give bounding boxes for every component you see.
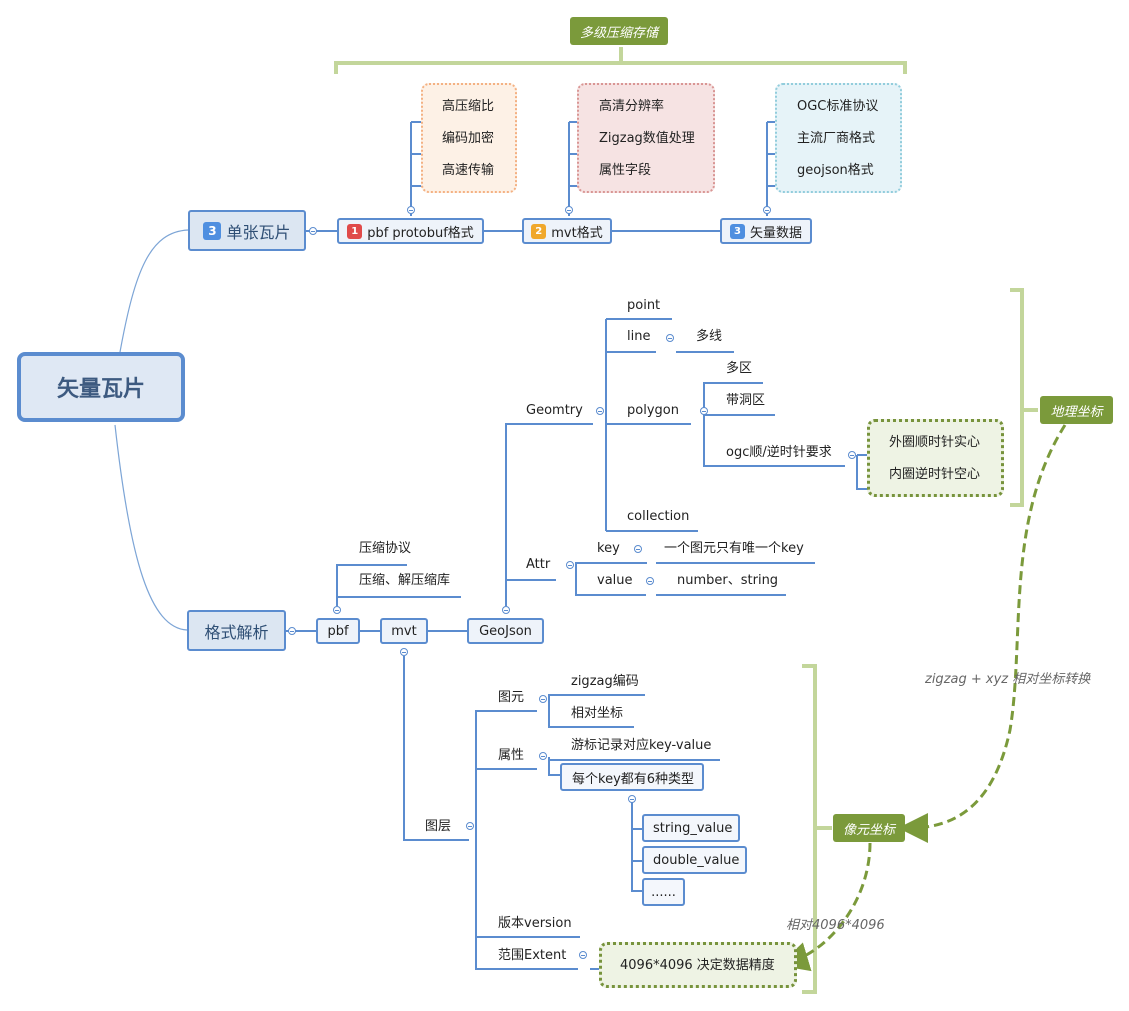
property-types-node[interactable]: 每个key都有6种类型 bbox=[560, 763, 704, 791]
pbf-feature-0[interactable]: 高压缩比 bbox=[442, 99, 495, 114]
pbf-feature-2[interactable]: 高速传输 bbox=[442, 163, 495, 178]
geometry-line[interactable]: line bbox=[627, 329, 651, 344]
collapse-toggle[interactable] bbox=[407, 206, 415, 214]
collapse-toggle[interactable] bbox=[700, 407, 708, 415]
collapse-toggle[interactable] bbox=[763, 206, 771, 214]
root-node[interactable]: 矢量瓦片 bbox=[17, 352, 185, 422]
format-mvt-node[interactable]: 2 mvt格式 bbox=[522, 218, 612, 244]
mvt-node[interactable]: mvt bbox=[380, 618, 428, 644]
pbf-child-1[interactable]: 压缩、解压缩库 bbox=[359, 573, 451, 588]
polygon-child-0[interactable]: 多区 bbox=[726, 361, 753, 376]
collapse-toggle[interactable] bbox=[466, 822, 474, 830]
ogc-child-0[interactable]: 外圈顺时针实心 bbox=[889, 435, 981, 450]
primitive-child-1[interactable]: 相对坐标 bbox=[571, 706, 624, 721]
type-more[interactable]: ...... bbox=[642, 878, 685, 906]
key-child[interactable]: 一个图元只有唯一个key bbox=[664, 541, 804, 556]
priority-badge: 2 bbox=[531, 223, 547, 239]
collapse-toggle[interactable] bbox=[288, 627, 296, 635]
collapse-toggle[interactable] bbox=[309, 227, 317, 235]
pbf-feature-1[interactable]: 编码加密 bbox=[442, 131, 495, 146]
layer-node[interactable]: 图层 bbox=[425, 819, 452, 834]
relative-note: 相对4096*4096 bbox=[786, 918, 885, 933]
layer-property[interactable]: 属性 bbox=[498, 748, 525, 763]
geometry-node[interactable]: Geomtry bbox=[526, 403, 583, 418]
ogc-children-container bbox=[867, 419, 1004, 497]
vector-features-container bbox=[775, 83, 902, 193]
extent-child[interactable]: 4096*4096 决定数据精度 bbox=[620, 958, 775, 973]
vector-feature-1[interactable]: 主流厂商格式 bbox=[797, 131, 876, 146]
extent-child-container bbox=[599, 942, 797, 988]
vector-feature-2[interactable]: geojson格式 bbox=[797, 163, 874, 178]
ogc-requirement[interactable]: ogc顺/逆时针要求 bbox=[726, 445, 832, 460]
single-tile-node[interactable]: 3 单张瓦片 bbox=[188, 210, 306, 251]
transform-note: zigzag + xyz 相对坐标转换 bbox=[925, 672, 1091, 687]
format-pbf-node[interactable]: 1 pbf protobuf格式 bbox=[337, 218, 484, 244]
layer-version[interactable]: 版本version bbox=[498, 916, 572, 931]
geometry-polygon[interactable]: polygon bbox=[627, 403, 679, 418]
collapse-toggle[interactable] bbox=[333, 606, 341, 614]
mvt-features-container bbox=[577, 83, 715, 193]
collapse-toggle[interactable] bbox=[539, 752, 547, 760]
geojson-node[interactable]: GeoJson bbox=[467, 618, 544, 644]
type-string-value[interactable]: string_value bbox=[642, 814, 740, 842]
layer-primitive[interactable]: 图元 bbox=[498, 690, 525, 705]
collapse-toggle[interactable] bbox=[502, 606, 510, 614]
count-badge: 3 bbox=[203, 221, 222, 240]
attr-node[interactable]: Attr bbox=[526, 557, 551, 572]
collapse-toggle[interactable] bbox=[400, 648, 408, 656]
collapse-toggle[interactable] bbox=[646, 577, 654, 585]
format-parse-node[interactable]: 格式解析 bbox=[187, 610, 286, 651]
format-vector-node[interactable]: 3 矢量数据 bbox=[720, 218, 812, 244]
collapse-toggle[interactable] bbox=[565, 206, 573, 214]
pixel-coordinate-label[interactable]: 像元坐标 bbox=[833, 814, 905, 842]
polygon-child-1[interactable]: 带洞区 bbox=[726, 393, 766, 408]
pbf-child-0[interactable]: 压缩协议 bbox=[359, 541, 412, 556]
pbf-node[interactable]: pbf bbox=[316, 618, 360, 644]
mvt-feature-2[interactable]: 属性字段 bbox=[599, 163, 652, 178]
type-double-value[interactable]: double_value bbox=[642, 846, 747, 874]
collapse-toggle[interactable] bbox=[579, 951, 587, 959]
attr-value[interactable]: value bbox=[597, 573, 633, 588]
geometry-point[interactable]: point bbox=[627, 298, 661, 313]
group-label-multi-level-compression[interactable]: 多级压缩存储 bbox=[570, 17, 668, 45]
value-child[interactable]: number、string bbox=[677, 573, 779, 588]
geometry-collection[interactable]: collection bbox=[627, 509, 690, 524]
ogc-child-1[interactable]: 内圈逆时针空心 bbox=[889, 467, 981, 482]
pbf-features-container bbox=[421, 83, 517, 193]
geo-coordinate-label[interactable]: 地理坐标 bbox=[1040, 396, 1113, 424]
priority-badge: 1 bbox=[347, 223, 363, 239]
property-cursor[interactable]: 游标记录对应key-value bbox=[571, 738, 712, 753]
primitive-child-0[interactable]: zigzag编码 bbox=[571, 674, 639, 689]
vector-feature-0[interactable]: OGC标准协议 bbox=[797, 99, 879, 114]
mvt-feature-1[interactable]: Zigzag数值处理 bbox=[599, 131, 695, 146]
mvt-feature-0[interactable]: 高清分辨率 bbox=[599, 99, 665, 114]
layer-extent[interactable]: 范围Extent bbox=[498, 948, 567, 963]
collapse-toggle[interactable] bbox=[596, 407, 604, 415]
collapse-toggle[interactable] bbox=[634, 545, 642, 553]
priority-badge: 3 bbox=[729, 223, 745, 239]
collapse-toggle[interactable] bbox=[848, 451, 856, 459]
collapse-toggle[interactable] bbox=[628, 795, 636, 803]
attr-key[interactable]: key bbox=[597, 541, 620, 556]
collapse-toggle[interactable] bbox=[566, 561, 574, 569]
collapse-toggle[interactable] bbox=[666, 334, 674, 342]
line-child[interactable]: 多线 bbox=[696, 329, 723, 344]
collapse-toggle[interactable] bbox=[539, 695, 547, 703]
